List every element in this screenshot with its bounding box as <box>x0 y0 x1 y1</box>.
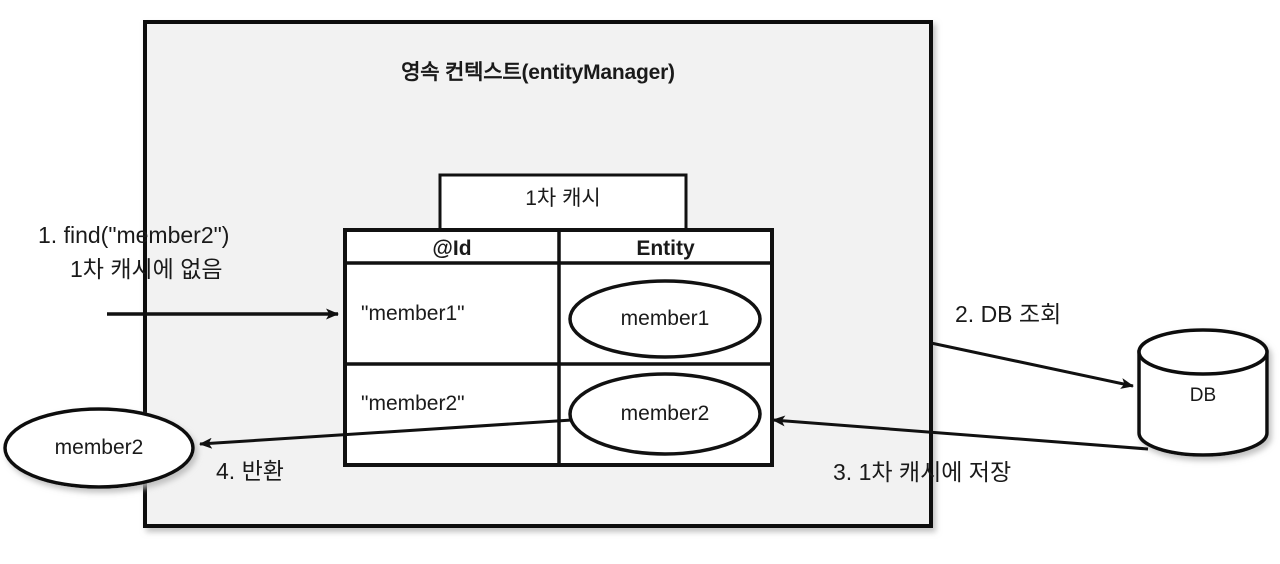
returned-entity-label: member2 <box>54 436 144 459</box>
first-level-cache-label: 1차 캐시 <box>525 187 601 210</box>
table-header-entity: Entity <box>636 237 695 260</box>
database-cylinder <box>1137 328 1269 457</box>
returned-entity-ellipse <box>3 407 195 489</box>
step-1-line-2: 1차 캐시에 없음 <box>70 256 223 282</box>
step-1-line-1: 1. find("member2") <box>38 222 230 248</box>
entity-ellipse-member2 <box>568 372 762 456</box>
step-4-label: 4. 반환 <box>216 458 284 484</box>
step-3-label: 3. 1차 캐시에 저장 <box>833 459 1012 485</box>
table-row-key-member1: "member1" <box>361 302 465 325</box>
first-level-cache-box <box>438 173 688 233</box>
table-row-entity-member1: member1 <box>620 307 710 330</box>
step-2-label: 2. DB 조회 <box>955 301 1062 327</box>
page-title: 영속 컨텍스트(entityManager) <box>401 61 675 84</box>
table-row-entity-member2: member2 <box>620 402 710 425</box>
entity-ellipse-member1 <box>568 279 762 359</box>
table-header-id: @Id <box>432 237 472 260</box>
table-row-key-member2: "member2" <box>361 392 465 415</box>
connector-db-query <box>930 341 1134 389</box>
connector-return-entity <box>199 418 573 449</box>
database-label: DB <box>1189 385 1217 406</box>
connector-store-to-cache <box>772 415 1149 451</box>
